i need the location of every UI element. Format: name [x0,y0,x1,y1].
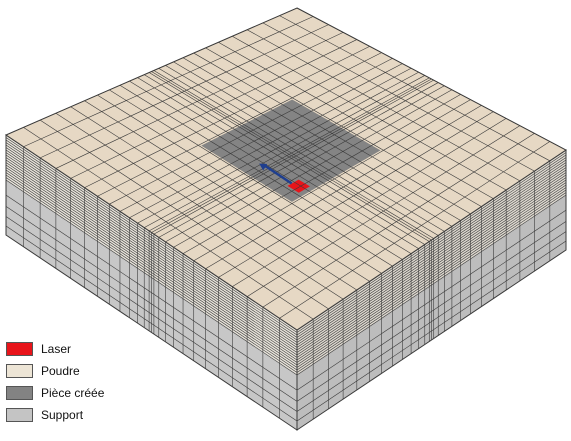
legend: Laser Poudre Pièce créée Support [6,338,156,426]
support-swatch [6,408,33,422]
legend-label-piece-creee: Pièce créée [41,386,104,400]
laser-swatch [6,342,33,356]
legend-label-support: Support [41,408,83,422]
legend-label-laser: Laser [41,342,71,356]
legend-item-laser: Laser [6,338,156,360]
legend-item-piece-creee: Pièce créée [6,382,156,404]
legend-item-poudre: Poudre [6,360,156,382]
legend-item-support: Support [6,404,156,426]
powder-swatch [6,364,33,378]
part-swatch [6,386,33,400]
legend-label-poudre: Poudre [41,364,80,378]
